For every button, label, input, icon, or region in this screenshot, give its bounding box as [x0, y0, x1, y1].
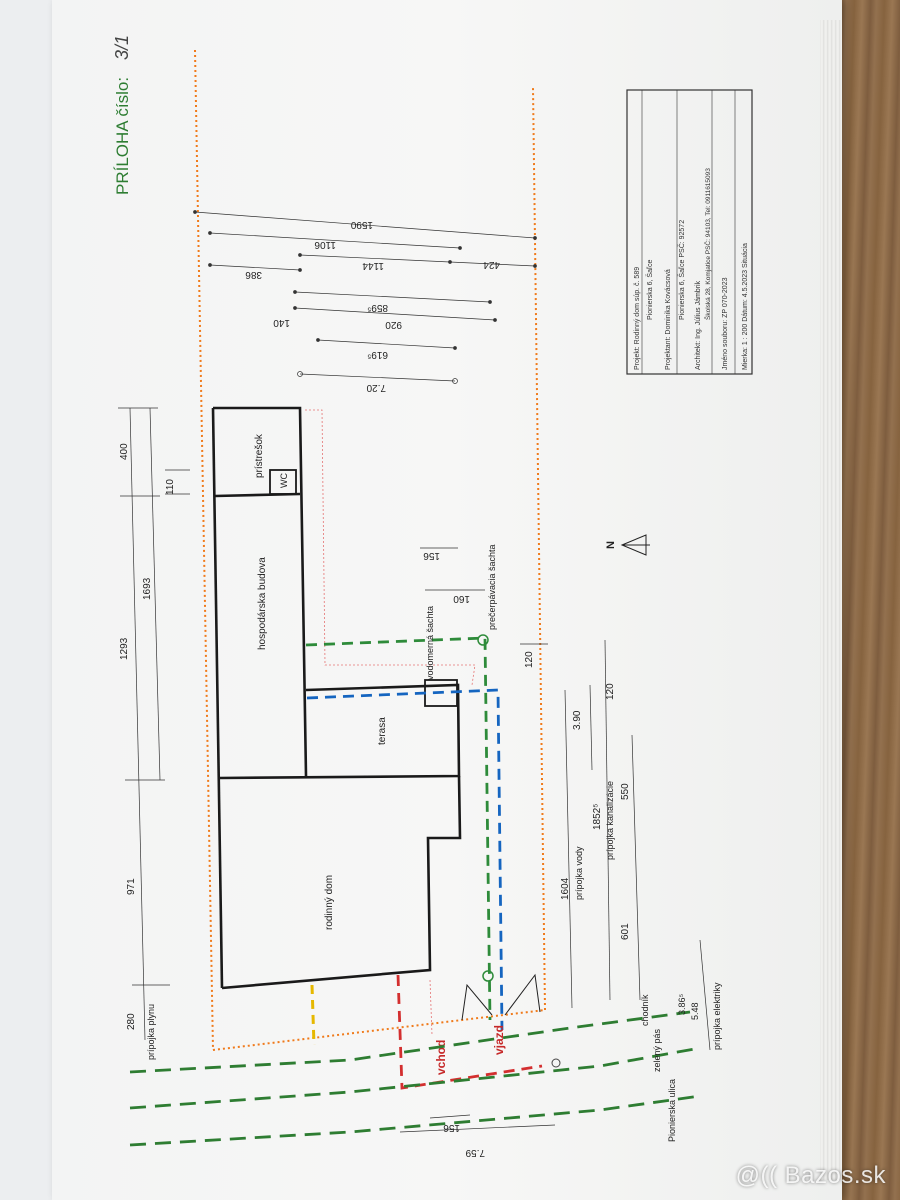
dim-7-59: 7.59 — [465, 1147, 485, 1158]
dim-140: 140 — [273, 317, 290, 328]
dim-601: 601 — [620, 923, 631, 940]
dim-424: 424 — [483, 259, 500, 270]
title-block-line-2: Pionierska 6, Šaľce — [645, 259, 654, 320]
left-dimension-lines — [118, 407, 190, 1041]
sidewalk-label: chodník — [640, 994, 650, 1026]
room-label-rodinny-dom: rodinný dom — [324, 875, 335, 930]
electricity-connection-label: prípojka elektriky — [712, 982, 722, 1050]
sewer-connection-label: prípojka kanalizácie — [605, 781, 615, 860]
gas-line-yellow — [310, 984, 316, 1046]
title-block-line-1: Projekt: Rodinný dom súp. č. 589 — [634, 267, 641, 370]
pump-shaft-symbol — [477, 634, 489, 646]
dim-5-48: 5.48 — [690, 1002, 700, 1020]
dim-156-top: 156 — [423, 550, 440, 561]
dim-1604: 1604 — [560, 877, 571, 900]
dim-156-bottom: 156 — [443, 1122, 460, 1133]
pump-shaft-label: prečerpávacia šachta — [487, 544, 497, 630]
top-dimension-lines — [193, 210, 537, 384]
room-label-pristresok: prístrešok — [254, 433, 265, 478]
water-connection-label: prípojka vody — [574, 846, 584, 900]
dim-110: 110 — [165, 479, 176, 495]
sewer-line-blue — [306, 688, 504, 1031]
title-block-line-6: Školská 28, Komjatice PSČ: 94103, Tel: 0… — [703, 168, 712, 320]
gas-connection-label: prípojka plynu — [146, 1004, 156, 1060]
middle-dimension-lines — [420, 547, 548, 645]
title-block-line-8: Mierka: 1 : 200 Dátum: 4.5.2023 Situácia — [742, 243, 749, 370]
dim-400: 400 — [119, 443, 130, 460]
bottom-dimension-lines — [399, 1114, 556, 1133]
room-label-terasa: terasa — [377, 717, 388, 745]
drawing-sheet — [52, 0, 842, 1200]
street-name-label: Pionierska ulica — [667, 1079, 677, 1142]
dim-1852-5: 1852⁵ — [592, 804, 603, 830]
dim-1106: 1106 — [314, 239, 336, 250]
north-label: N — [605, 541, 617, 549]
title-block: Projekt: Rodinný dom súp. č. 589 Pionier… — [626, 89, 753, 375]
dim-1590: 1590 — [350, 219, 373, 230]
driveway-label: vjazd — [492, 1025, 506, 1055]
dim-386: 386 — [245, 269, 262, 280]
dim-280: 280 — [126, 1013, 137, 1030]
buildings — [211, 406, 462, 990]
site-watermark: @(( Bazos.sk — [735, 1162, 886, 1189]
green-strip-label: zelený pás — [652, 1028, 662, 1072]
dim-1144: 1144 — [362, 260, 384, 271]
dim-120-right: 120 — [605, 683, 616, 700]
title-block-line-7: Jméno souboru: ZP 070-2023 — [722, 277, 729, 370]
driveway-gate — [461, 973, 541, 1021]
green-shaft-symbol — [482, 970, 494, 982]
dim-619-5: 619⁵ — [367, 349, 388, 360]
dim-1293: 1293 — [119, 637, 130, 660]
street-lines — [129, 1010, 701, 1147]
water-meter-shaft-label: vodomerná šachta — [425, 606, 435, 680]
dim-7-20: 7.20 — [366, 382, 386, 393]
north-arrow-icon: N — [605, 534, 650, 556]
dim-3-90: 3.90 — [572, 710, 583, 730]
water-line-green — [305, 636, 492, 1021]
dim-120-top: 120 — [524, 651, 535, 668]
dim-160: 160 — [453, 593, 470, 604]
dim-1693: 1693 — [142, 577, 153, 600]
title-block-line-3: Projektant: Dominika Kovácsová — [665, 269, 672, 370]
dim-859-5: 859⁵ — [367, 302, 388, 313]
dim-920: 920 — [385, 319, 402, 330]
room-label-hospodarska-budova: hospodárska budova — [257, 557, 268, 650]
room-label-wc: WC — [279, 473, 289, 488]
dim-550: 550 — [620, 783, 631, 800]
sheet-stack-edge — [820, 20, 842, 1180]
dim-3-86-5: 3.86⁵ — [677, 993, 687, 1015]
electric-connection-symbol — [551, 1058, 561, 1068]
right-dimension-lines — [564, 639, 711, 1051]
title-block-line-4: Pionierska 6, Šaľce PSČ: 92572 — [677, 220, 686, 320]
property-boundary — [194, 49, 546, 1051]
title-block-line-5: Architekt: Ing. Július Jámbrik — [695, 280, 702, 370]
auxiliary-lines — [305, 409, 476, 1036]
entrance-label: vchod — [434, 1040, 448, 1075]
annex-title: PRÍLOHA číslo: — [113, 77, 132, 195]
underlying-page — [0, 0, 60, 1200]
dim-971: 971 — [126, 878, 137, 895]
handwritten-annex-number: 3/1 — [112, 35, 132, 60]
entrance-path-red — [396, 974, 543, 1090]
